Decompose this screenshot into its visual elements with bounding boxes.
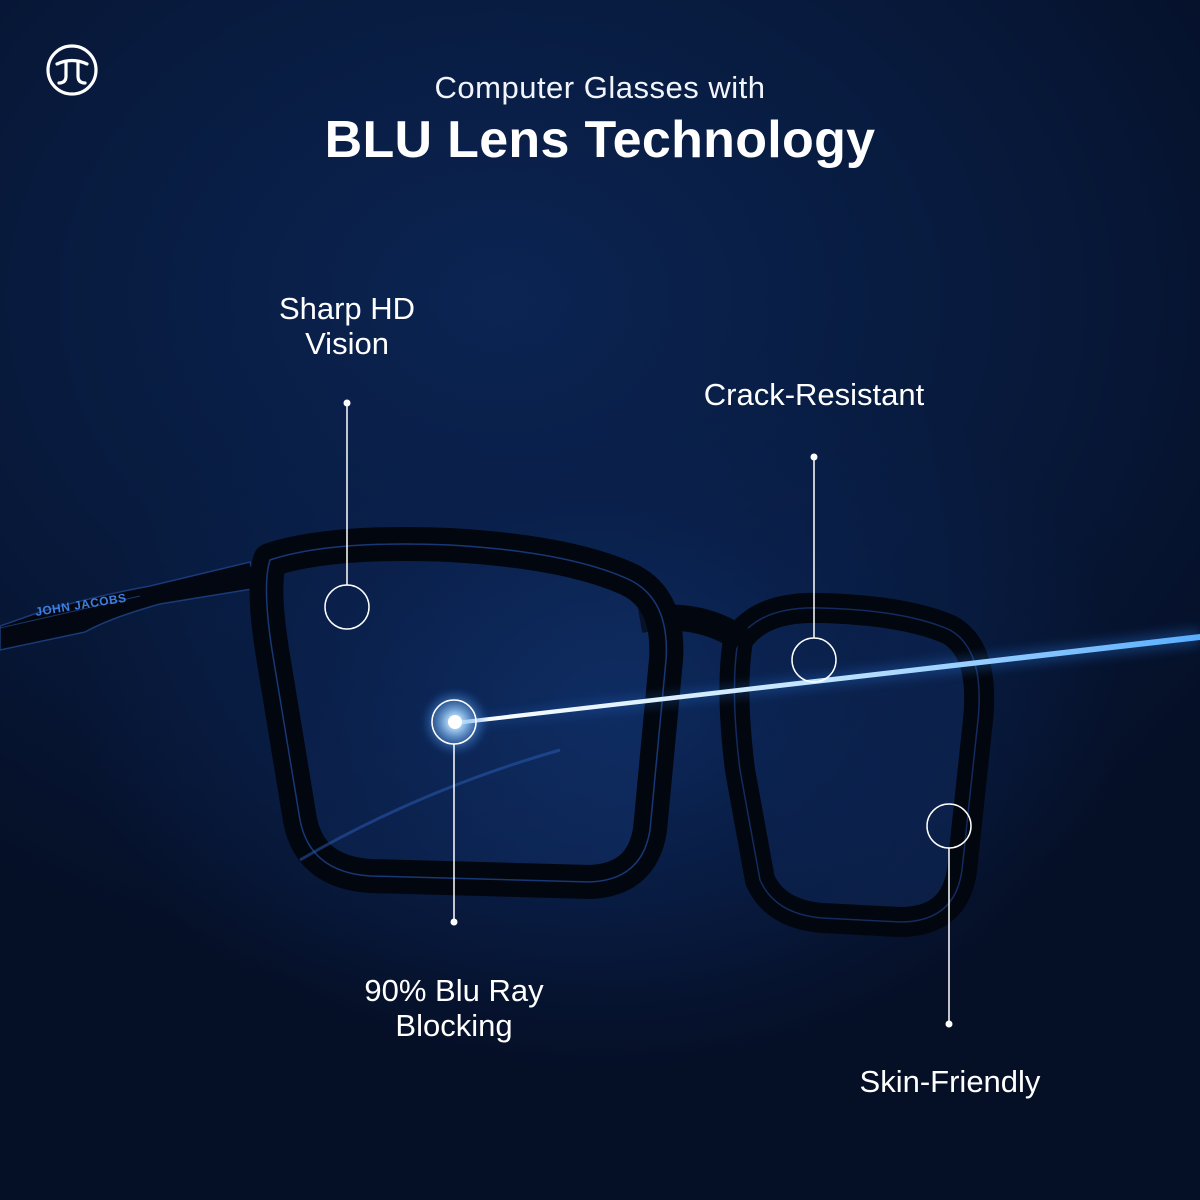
callout-crack-resistant [791,453,837,683]
page-subtitle: Computer Glasses with [434,70,766,105]
john-jacobs-monogram-icon [46,44,98,96]
page-title: BLU Lens Technology [324,111,876,169]
callout-skin-friendly [926,803,972,1028]
callout-blu-ray [431,699,477,926]
feature-label-sharp-hd-vision: Sharp HD Vision [278,291,416,361]
right-lens-frame [719,592,995,937]
feature-label-skin-friendly: Skin-Friendly [859,1064,1041,1099]
feature-label-crack-resistant: Crack-Resistant [703,377,925,412]
temple-arm [0,561,259,651]
callout-sharp-hd [324,399,370,630]
feature-label-blu-ray-blocking: 90% Blu Ray Blocking [364,973,544,1043]
